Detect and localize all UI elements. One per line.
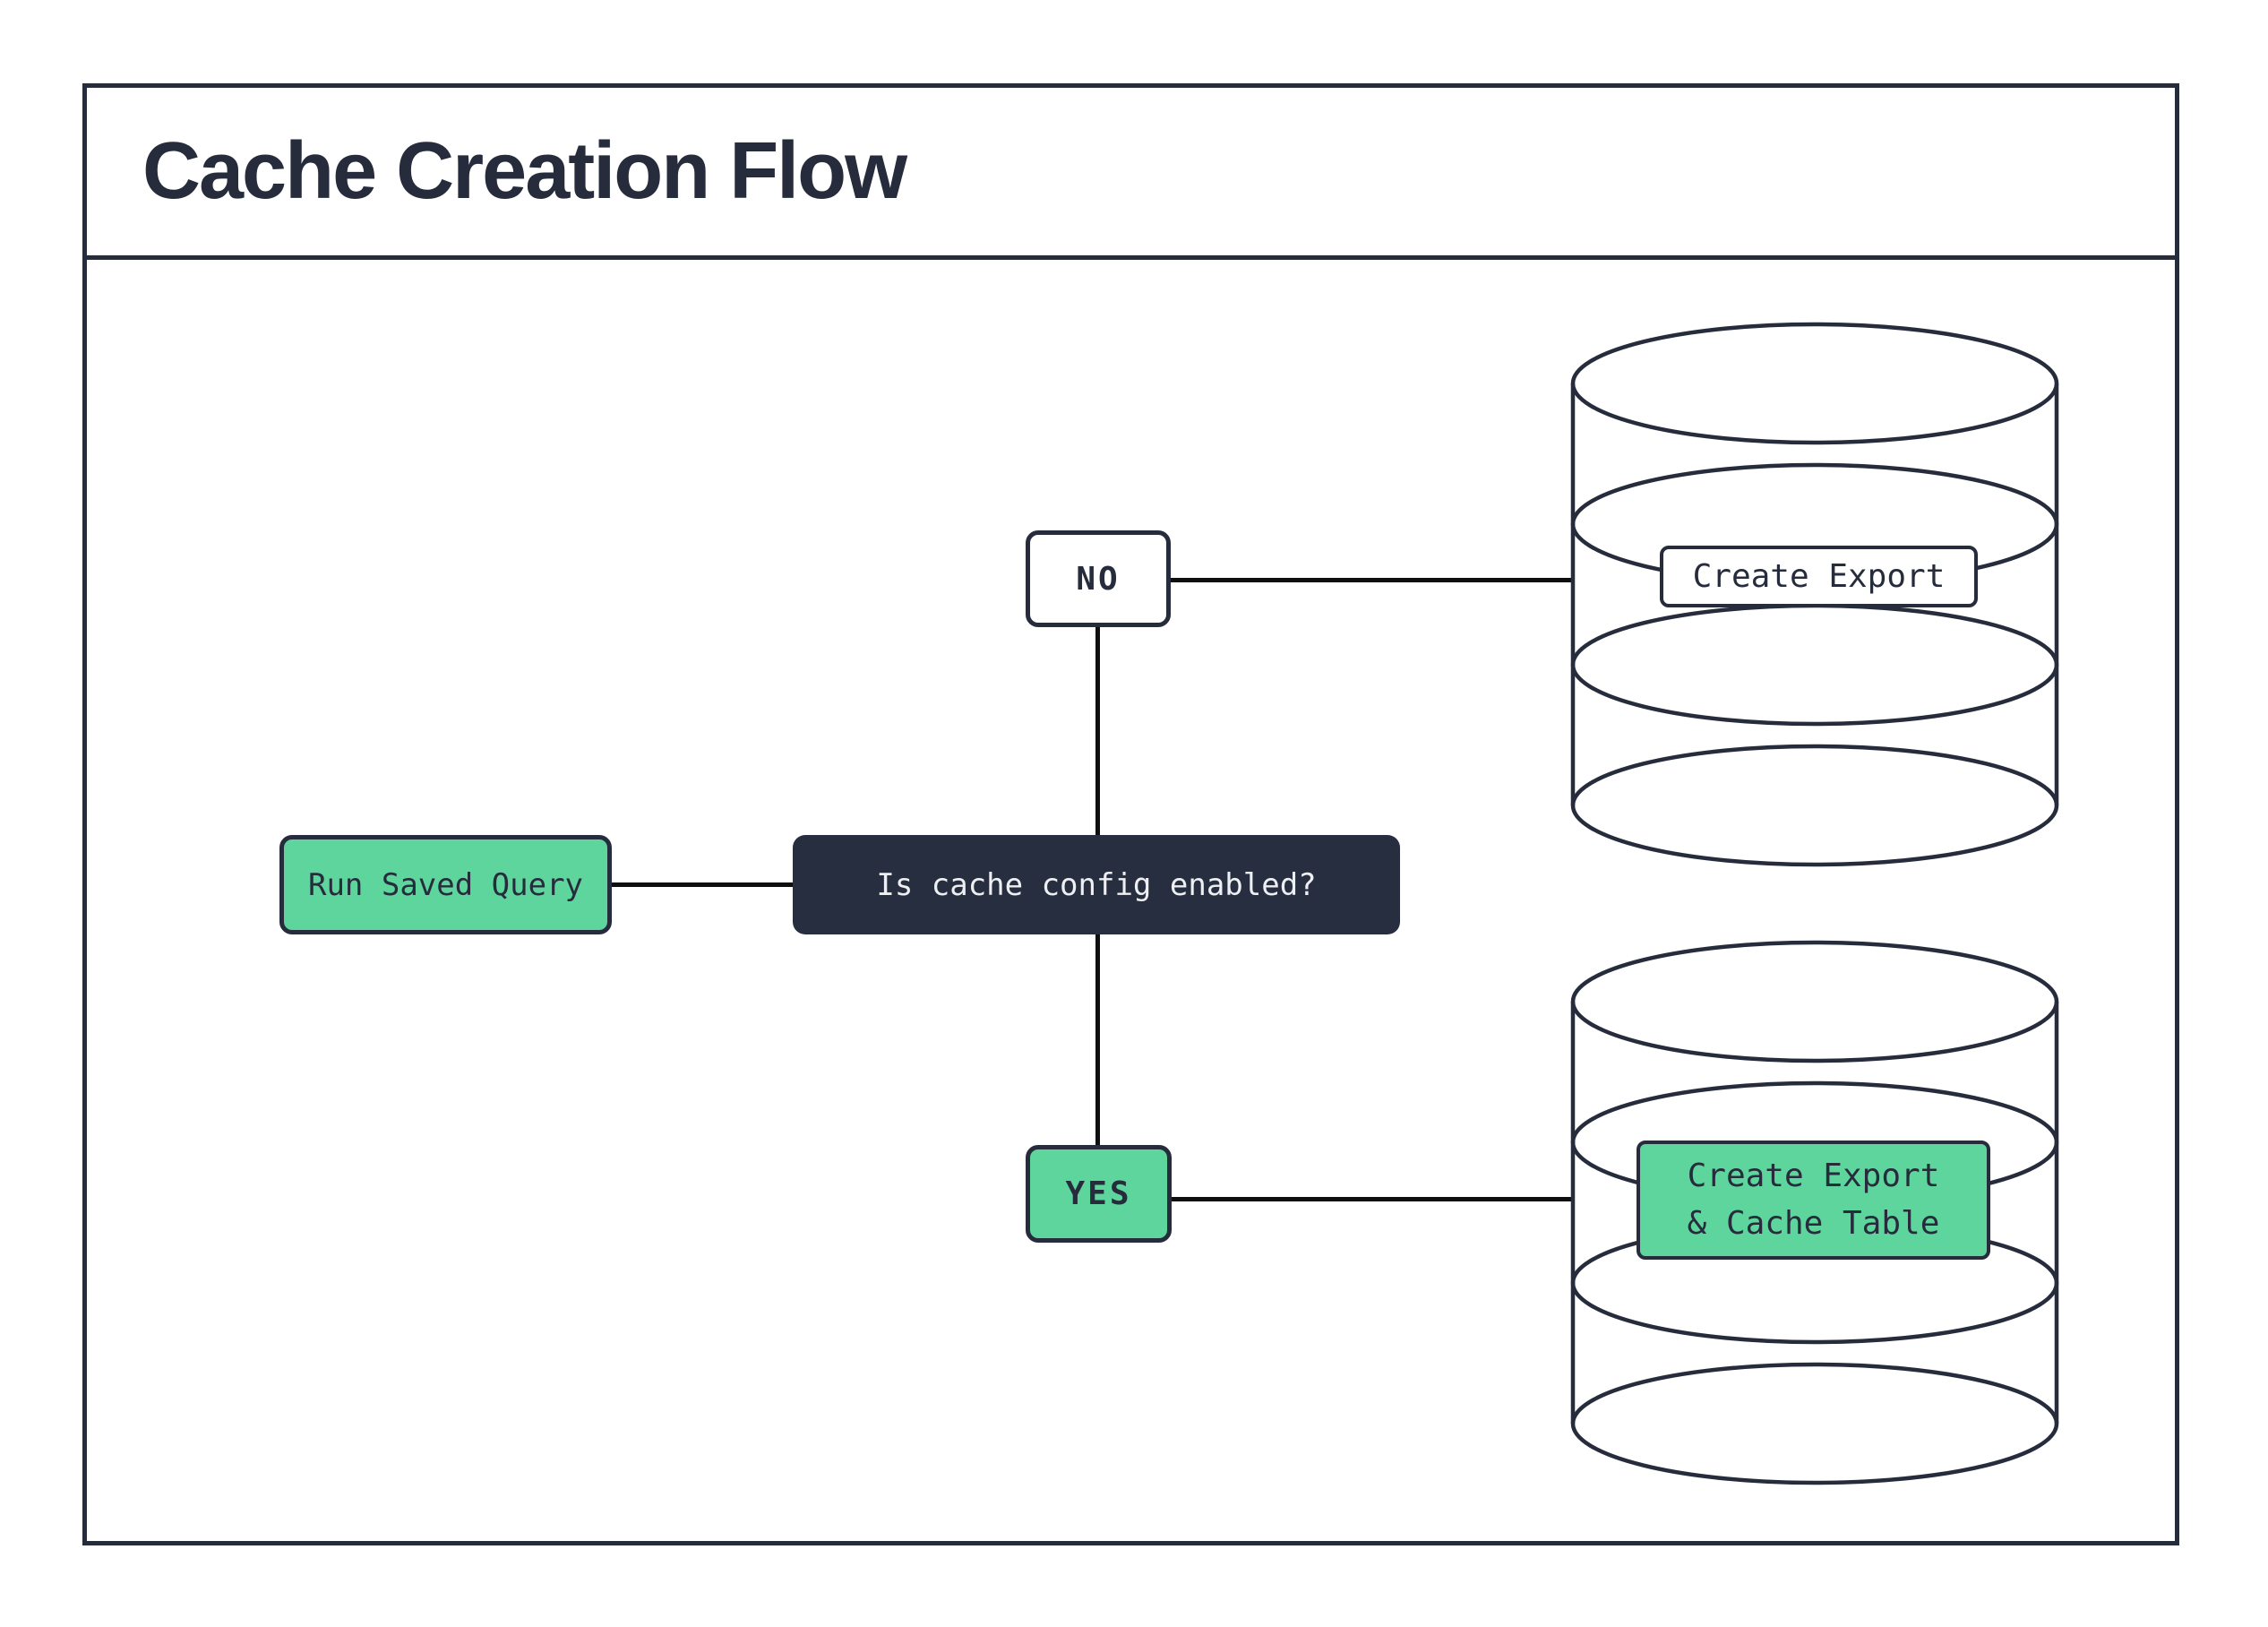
connector-start-to-decision	[612, 882, 793, 887]
diagram-header: Cache Creation Flow	[87, 88, 2175, 260]
node-run-saved-query-label: Run Saved Query	[307, 866, 584, 903]
page-title: Cache Creation Flow	[142, 126, 907, 216]
diagram-frame: Cache Creation Flow	[82, 83, 2179, 1545]
node-yes-label: YES	[1065, 1175, 1132, 1212]
label-create-export: Create Export	[1660, 546, 1978, 607]
label-create-export-text: Create Export	[1692, 558, 1946, 595]
node-yes-branch: YES	[1026, 1145, 1172, 1243]
label-create-export-cache-line1: Create Export	[1687, 1158, 1940, 1195]
node-decision-label: Is cache config enabled?	[876, 866, 1317, 903]
node-run-saved-query: Run Saved Query	[279, 835, 612, 934]
connector-no-to-decision	[1095, 627, 1100, 835]
label-create-export-cache-table: Create Export & Cache Table	[1637, 1141, 1990, 1260]
database-icon	[1570, 940, 2059, 1485]
connector-decision-to-yes	[1095, 934, 1100, 1145]
connector-no-to-database	[1171, 578, 1571, 582]
label-create-export-cache-line2: & Cache Table	[1687, 1204, 1940, 1242]
node-no-label: NO	[1076, 560, 1121, 598]
node-no-branch: NO	[1026, 530, 1171, 627]
node-decision-cache-config: Is cache config enabled?	[793, 835, 1400, 934]
connector-yes-to-database	[1172, 1197, 1571, 1201]
